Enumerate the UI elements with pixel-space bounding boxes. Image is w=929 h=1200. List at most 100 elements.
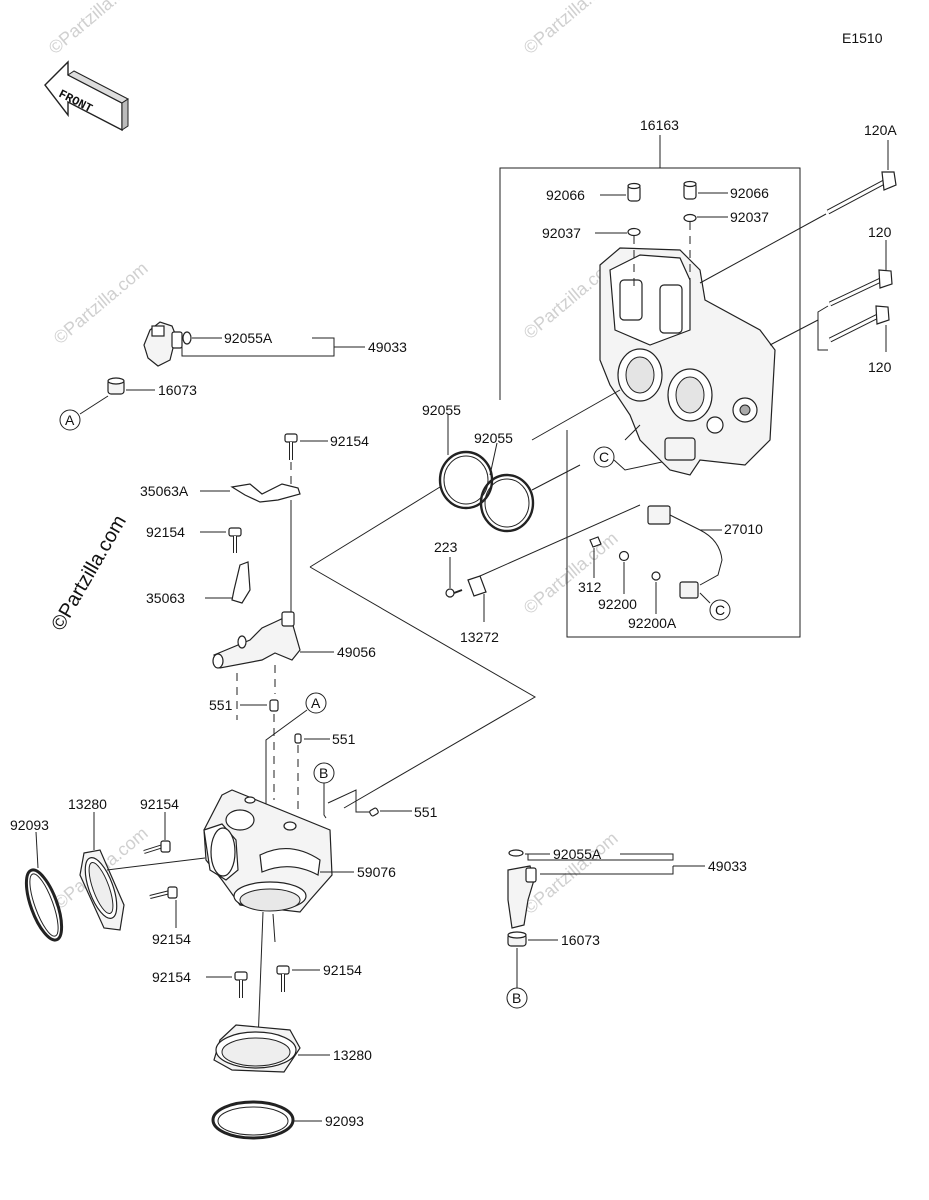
label-l35063a: 35063A xyxy=(140,483,189,499)
cap-92066-right xyxy=(683,180,697,200)
watermarks: ©Partzilla.com ©Partzilla.com ©Partzilla… xyxy=(45,0,622,918)
label-c1: C xyxy=(599,449,609,465)
bolt-92154-e xyxy=(234,971,248,998)
label-l92154-e: 92154 xyxy=(152,969,191,985)
label-watermark: ©Partzilla.com xyxy=(50,258,152,348)
flange-13280-bottom xyxy=(213,1024,301,1073)
label-l92055a-bot: 92055A xyxy=(553,846,602,862)
label-l13280-b: 13280 xyxy=(333,1047,372,1063)
label-b1: B xyxy=(319,765,328,781)
label-l223: 223 xyxy=(434,539,458,555)
label-l92055a-top: 92055A xyxy=(224,330,273,346)
label-l92093-a: 92093 xyxy=(10,817,49,833)
label-watermark: ©Partzilla.com xyxy=(45,0,147,58)
label-l49033-bot: 49033 xyxy=(708,858,747,874)
bolt-120-lower xyxy=(828,305,890,343)
label-l92093-b: 92093 xyxy=(325,1113,364,1129)
throttle-body xyxy=(599,247,776,476)
screw-223 xyxy=(445,588,463,598)
washer-92200A xyxy=(651,571,661,581)
label-b2: B xyxy=(512,990,521,1006)
bolt-92154-d xyxy=(149,886,178,899)
partzilla-watermark-main: ©Partzilla.com xyxy=(47,512,131,635)
bolt-120-upper xyxy=(828,269,893,307)
intake-manifold-59076 xyxy=(203,789,333,913)
label-a2: A xyxy=(311,695,321,711)
clip-92037-right xyxy=(683,213,697,223)
label-l92154-c: 92154 xyxy=(140,796,179,812)
bolt-120A xyxy=(826,171,897,215)
oring-92055-left xyxy=(438,450,494,510)
label-l120a: 120 xyxy=(868,224,892,240)
label-l92055b: 92055 xyxy=(474,430,513,446)
sensor-harness-27010 xyxy=(647,505,723,599)
label-l49033-top: 49033 xyxy=(368,339,407,355)
label-a1: A xyxy=(65,412,75,428)
oring-92055-right xyxy=(479,473,535,533)
bolt-92154-f xyxy=(276,965,290,992)
label-l92066a: 92066 xyxy=(546,187,585,203)
dowel-551-a xyxy=(269,699,279,712)
oring-92055A-top xyxy=(182,331,192,345)
bolt-92154-b xyxy=(228,527,242,553)
label-l92200a: 92200A xyxy=(628,615,677,631)
injector-top xyxy=(143,321,183,367)
label-l59076: 59076 xyxy=(357,864,396,880)
oring-92055A-bottom xyxy=(508,849,524,857)
diagram-code: E1510 xyxy=(842,30,883,46)
callout-C-bottom: C xyxy=(709,599,731,621)
label-l120b: 120 xyxy=(868,359,892,375)
fuel-pipe-49056 xyxy=(212,611,301,669)
seal-92093-bottom xyxy=(211,1100,295,1140)
label-l120a: 120A xyxy=(864,122,897,138)
label-l551-a: 551 xyxy=(209,697,233,713)
throttle-body-assy-group: 16163 92066 92066 xyxy=(499,117,801,638)
washer-92200 xyxy=(618,550,630,562)
label-l13280-a: 13280 xyxy=(68,796,107,812)
bolt-92154-a xyxy=(284,433,298,460)
label-l16163: 16163 xyxy=(640,117,679,133)
label-l551-b: 551 xyxy=(332,731,356,747)
label-l92200: 92200 xyxy=(598,596,637,612)
clip-92037-left xyxy=(627,227,641,237)
callout-C-top: C xyxy=(593,446,615,468)
grommet-16073-bottom xyxy=(507,931,527,947)
bolt-92154-c xyxy=(143,840,171,854)
label-l92037b: 92037 xyxy=(730,209,769,225)
cap-92066-left xyxy=(627,182,641,202)
front-arrow-icon: FRONT xyxy=(44,60,129,132)
dowel-551-c xyxy=(369,807,379,817)
label-l551-c: 551 xyxy=(414,804,438,820)
label-l49056: 49056 xyxy=(337,644,376,660)
callout-B-middle: B xyxy=(313,762,335,784)
label-l35063: 35063 xyxy=(146,590,185,606)
label-l92154-d: 92154 xyxy=(152,931,191,947)
seal-92093-left xyxy=(24,868,64,942)
label-l92154-b: 92154 xyxy=(146,524,185,540)
label-l16073-top: 16073 xyxy=(158,382,197,398)
grommet-16073-top xyxy=(107,377,125,395)
label-l92154-a: 92154 xyxy=(330,433,369,449)
label-l92154-f: 92154 xyxy=(323,962,362,978)
nut-312 xyxy=(589,536,602,548)
label-l27010: 27010 xyxy=(724,521,763,537)
bracket-13272 xyxy=(467,575,487,597)
injector-bottom xyxy=(507,865,537,929)
label-l92055a: 92055 xyxy=(422,402,461,418)
dowel-551-b xyxy=(294,733,302,744)
label-c2: C xyxy=(715,602,725,618)
bracket-35063 xyxy=(231,561,251,604)
flange-13280-left xyxy=(79,849,125,931)
label-l13272: 13272 xyxy=(460,629,499,645)
label-watermark: ©Partzilla.com xyxy=(520,0,622,58)
callout-B-bottom: B xyxy=(506,987,528,1009)
callout-A-top: A xyxy=(59,409,81,431)
label-l92066b: 92066 xyxy=(730,185,769,201)
label-l16073-bot: 16073 xyxy=(561,932,600,948)
label-l312: 312 xyxy=(578,579,602,595)
label-l92037a: 92037 xyxy=(542,225,581,241)
callout-A-middle: A xyxy=(305,692,327,714)
bracket-35063A xyxy=(230,483,301,503)
